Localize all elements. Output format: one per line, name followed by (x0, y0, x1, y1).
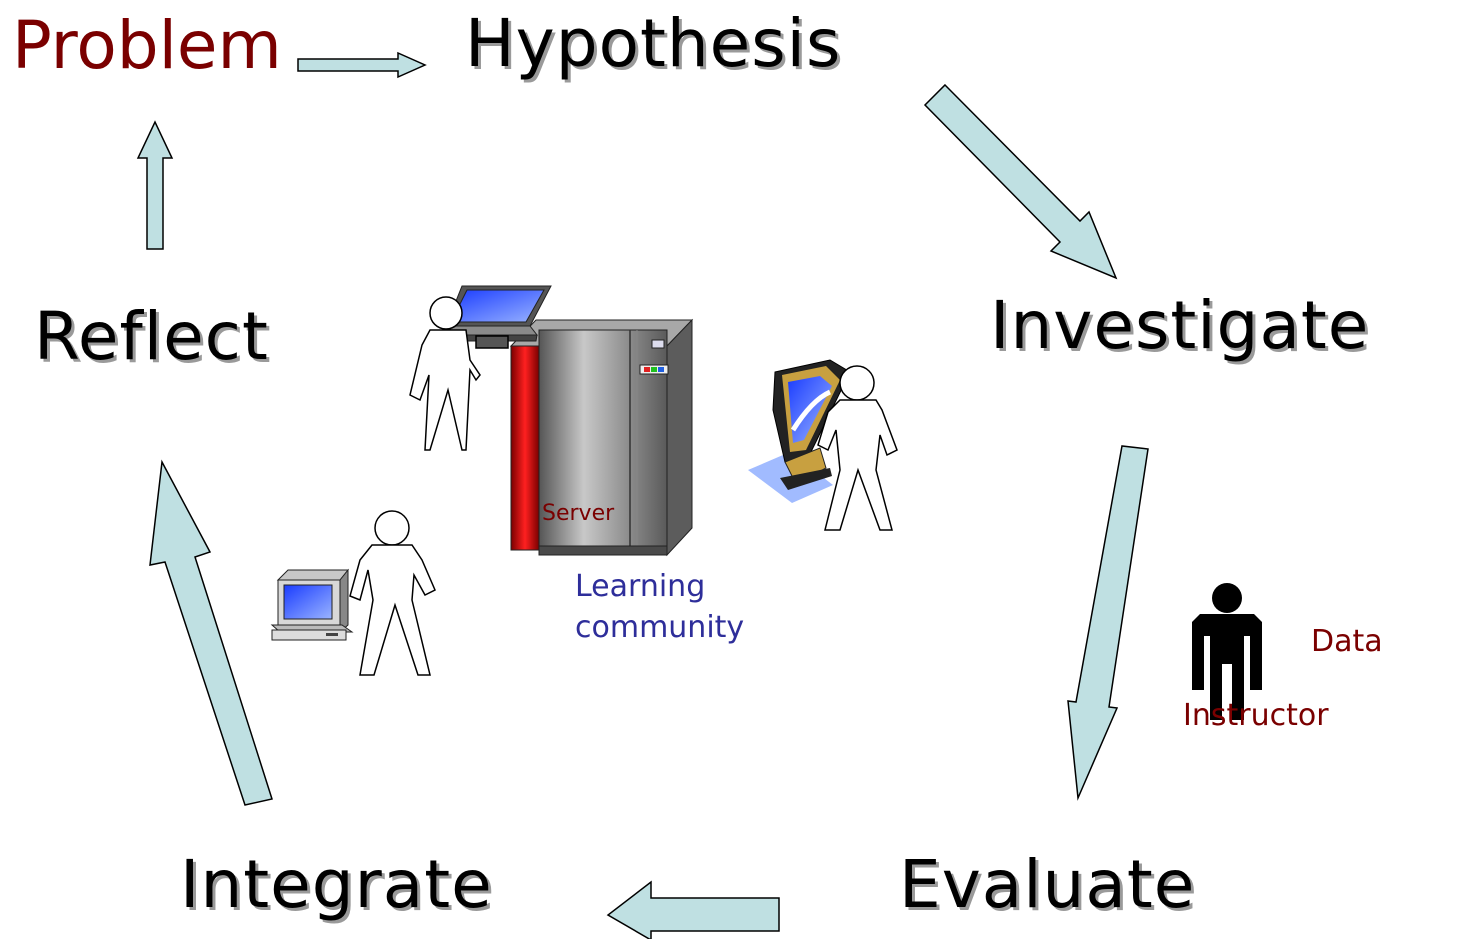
person-figure-desktop (817, 365, 898, 531)
problem-label: Problem (12, 7, 282, 84)
instructor-label: Instructor (1183, 698, 1329, 733)
arrow-investigate-to-evaluate (1067, 445, 1149, 801)
arrow-hypothesis-to-investigate (923, 83, 1118, 280)
person-figure-laptop (409, 296, 509, 451)
arrow-integrate-to-reflect (149, 459, 273, 806)
reflect-label: Reflect (34, 298, 269, 375)
investigate-label: Investigate (990, 287, 1370, 364)
arrow-evaluate-to-integrate (606, 880, 780, 939)
desktop-computer-icon (748, 359, 851, 503)
person-figure-workstation (349, 510, 436, 676)
evaluate-label: Evaluate (899, 846, 1196, 923)
arrow-problem-to-hypothesis (297, 51, 427, 79)
learning-community-label: Learning community (575, 569, 745, 645)
server-label: Server (542, 501, 615, 526)
arrow-reflect-to-problem (136, 120, 174, 250)
hypothesis-label: Hypothesis (465, 5, 842, 82)
workstation-icon (270, 568, 354, 641)
instructor-figure (1192, 583, 1262, 720)
server-icon (509, 318, 694, 557)
data-label: Data (1311, 624, 1383, 659)
integrate-label: Integrate (180, 846, 493, 923)
